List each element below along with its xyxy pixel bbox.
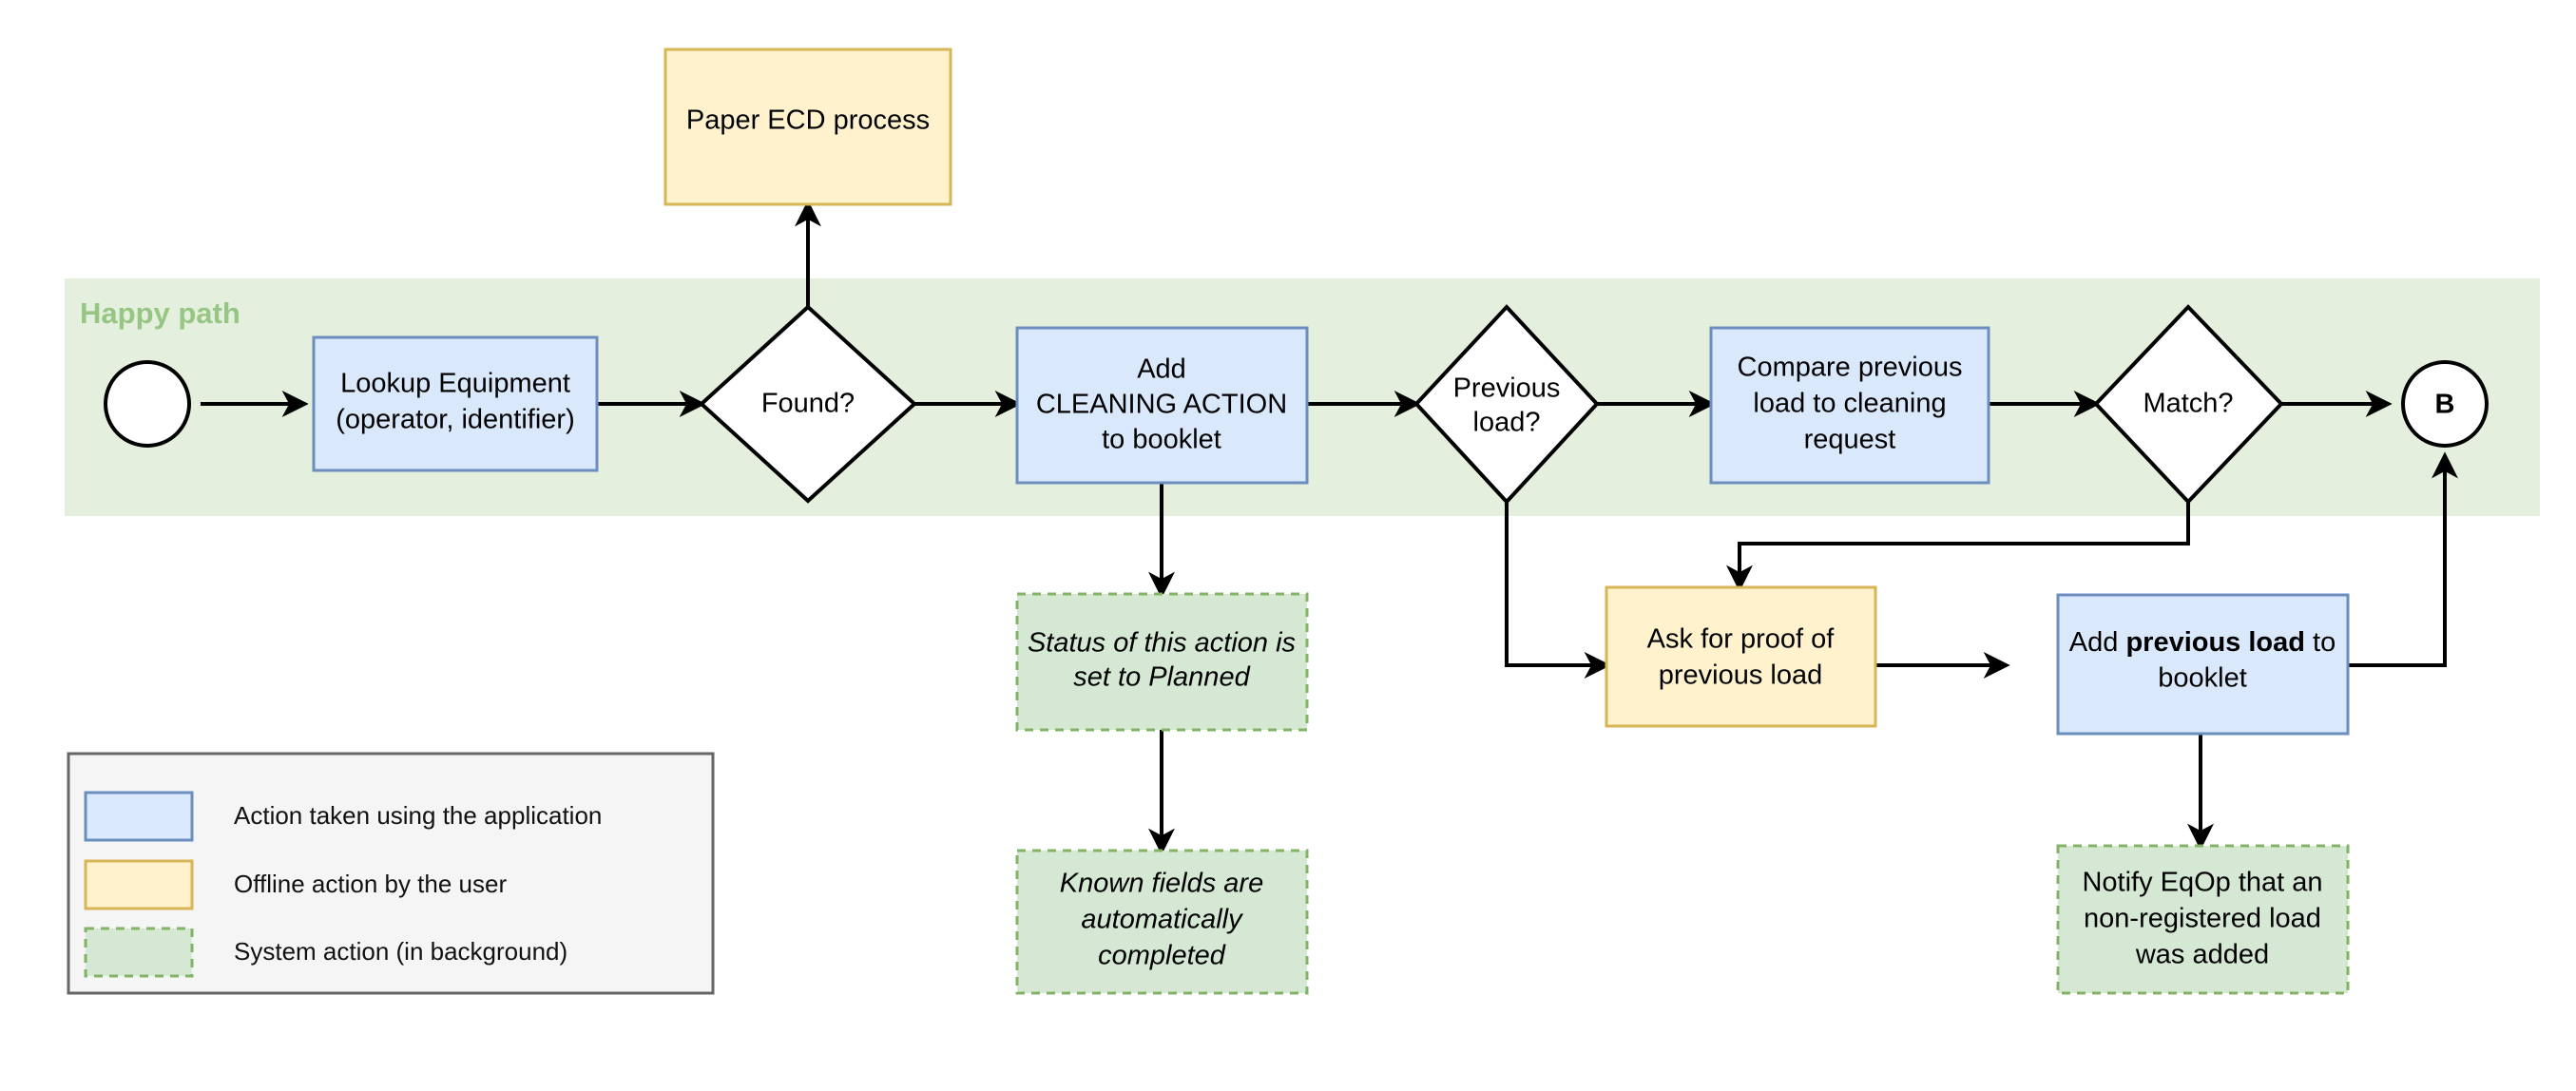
- node-known-fields-line-3: completed: [1098, 941, 1226, 971]
- node-compare-previous-load-line-3: request: [1804, 425, 1896, 455]
- node-status-planned[interactable]: Status of this action is set to Planned: [1015, 592, 1309, 732]
- node-add-previous-load-prefix: Add: [2069, 627, 2126, 658]
- node-add-previous-load-line-2: booklet: [2158, 663, 2247, 694]
- node-previous-load-decision-line-2: load?: [1473, 408, 1541, 438]
- legend-item-system-action: System action (in background): [84, 927, 567, 978]
- node-add-previous-load-line-1: Add previous load to: [2069, 627, 2336, 658]
- legend-item-app-action-label: Action taken using the application: [234, 801, 602, 830]
- node-paper-ecd-process[interactable]: Paper ECD process: [663, 48, 952, 206]
- node-notify-eqop-line-1: Notify EqOp that an: [2082, 868, 2322, 898]
- legend-item-offline-action: Offline action by the user: [84, 859, 507, 910]
- node-previous-load-decision[interactable]: Previous load?: [1413, 304, 1600, 505]
- edges-group: [201, 200, 2458, 855]
- node-lookup-equipment[interactable]: Lookup Equipment (operator, identifier): [312, 335, 599, 472]
- node-add-cleaning-action[interactable]: Add CLEANING ACTION to booklet: [1015, 326, 1309, 485]
- node-lookup-equipment-line-2: (operator, identifier): [336, 405, 574, 435]
- node-status-planned-line-2: set to Planned: [1073, 662, 1250, 693]
- node-ask-proof[interactable]: Ask for proof of previous load: [1605, 585, 1877, 728]
- legend: Action taken using the application Offli…: [67, 752, 715, 995]
- node-start[interactable]: [104, 360, 191, 448]
- node-add-cleaning-action-line-1: Add: [1137, 354, 1186, 385]
- legend-item-app-action: Action taken using the application: [84, 791, 602, 842]
- node-compare-previous-load-line-2: load to cleaning: [1753, 389, 1946, 419]
- node-notify-eqop-line-3: was added: [2135, 940, 2269, 970]
- node-match-decision-label: Match?: [2143, 389, 2233, 419]
- legend-item-system-action-label: System action (in background): [234, 937, 567, 966]
- node-add-previous-load-suffix: to: [2305, 627, 2336, 658]
- node-ask-proof-line-2: previous load: [1659, 660, 1823, 691]
- node-add-previous-load-emphasis: previous load: [2125, 627, 2305, 658]
- happy-path-label: Happy path: [80, 297, 240, 330]
- node-known-fields[interactable]: Known fields are automatically completed: [1015, 849, 1309, 995]
- node-lookup-equipment-line-1: Lookup Equipment: [340, 369, 570, 399]
- node-compare-previous-load[interactable]: Compare previous load to cleaning reques…: [1709, 326, 1990, 485]
- node-match-decision[interactable]: Match?: [2093, 304, 2284, 505]
- node-found-decision[interactable]: Found?: [699, 304, 917, 504]
- node-connector-b[interactable]: B: [2401, 360, 2489, 448]
- node-connector-b-label: B: [2435, 390, 2455, 420]
- node-add-cleaning-action-line-3: to booklet: [1102, 425, 1221, 455]
- node-known-fields-line-1: Known fields are: [1060, 869, 1263, 899]
- node-previous-load-decision-line-1: Previous: [1453, 373, 1561, 404]
- node-ask-proof-line-1: Ask for proof of: [1647, 624, 1836, 655]
- node-notify-eqop-line-2: non-registered load: [2084, 904, 2321, 934]
- node-compare-previous-load-line-1: Compare previous: [1738, 353, 1963, 383]
- node-paper-ecd-process-label: Paper ECD process: [686, 105, 930, 136]
- node-add-previous-load[interactable]: Add previous load to booklet: [2056, 593, 2350, 736]
- node-status-planned-line-1: Status of this action is: [1028, 628, 1296, 659]
- node-notify-eqop[interactable]: Notify EqOp that an non-registered load …: [2056, 844, 2350, 995]
- edge-match-to-ask-proof: [1726, 502, 2190, 592]
- edge-add-previous-load-to-connector-b: [2348, 451, 2458, 667]
- edge-previous-load-to-ask-proof: [1505, 502, 1611, 679]
- node-found-decision-label: Found?: [761, 389, 855, 419]
- node-add-cleaning-action-line-2: CLEANING ACTION: [1036, 390, 1287, 420]
- legend-item-offline-action-label: Offline action by the user: [234, 870, 507, 898]
- node-known-fields-line-2: automatically: [1081, 905, 1243, 935]
